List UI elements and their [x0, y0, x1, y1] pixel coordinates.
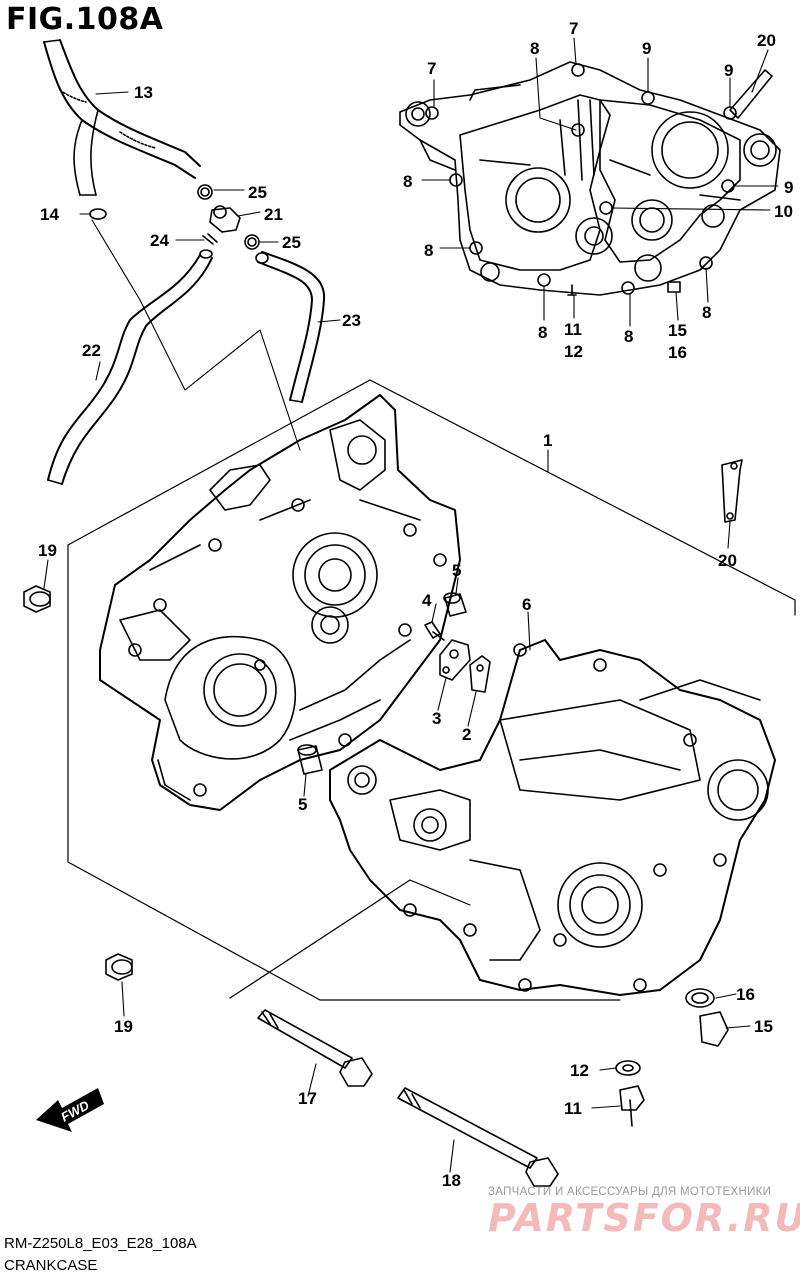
callout-11-inset: 11: [564, 320, 582, 339]
callout-8-bottom-c: 8: [702, 303, 711, 322]
callout-16-inset: 16: [668, 343, 687, 362]
bolt-17: [257, 1009, 373, 1087]
callout-7-left: 7: [427, 59, 436, 78]
nut-19-lower: [105, 953, 133, 981]
strap-20-lower: [721, 459, 743, 523]
callout-12-main: 12: [570, 1061, 589, 1080]
callout-24: 24: [150, 231, 169, 250]
callout-25-upper: 25: [248, 183, 267, 202]
figure-title: FIG.108A: [6, 2, 164, 37]
callout-6: 6: [522, 595, 531, 614]
callout-21: 21: [264, 205, 283, 224]
breather-hose-22: [47, 249, 213, 485]
callout-19-upper: 19: [38, 541, 57, 560]
callout-14: 14: [40, 205, 59, 224]
callout-10: 10: [774, 202, 793, 221]
callout-15-inset: 15: [668, 321, 687, 340]
callout-5-upper: 5: [452, 561, 461, 580]
callout-12-inset: 12: [564, 342, 583, 361]
callout-7-top: 7: [569, 19, 578, 38]
callout-20-upper: 20: [757, 31, 776, 50]
callout-25-lower: 25: [282, 233, 301, 252]
callout-4: 4: [422, 591, 432, 610]
bearing-5-upper: [443, 592, 467, 617]
forward-arrow-icon: FWD: [36, 1088, 104, 1132]
callout-2: 2: [462, 725, 471, 744]
figure-code: RM-Z250L8_E03_E28_108A: [4, 1235, 197, 1252]
crankcase-right-half: [329, 639, 776, 996]
plate-3: [439, 639, 471, 681]
callout-16-main: 16: [736, 985, 755, 1004]
callout-13: 13: [134, 83, 153, 102]
breather-hose-23: [255, 251, 326, 403]
callout-8-top: 8: [530, 39, 539, 58]
bearing-5-lower: [297, 744, 323, 775]
callout-9-side: 9: [784, 178, 793, 197]
clamp-14: [89, 208, 107, 220]
callout-5-lower: 5: [298, 795, 307, 814]
callout-8-bottom-a: 8: [538, 323, 547, 342]
callout-8-left: 8: [403, 172, 412, 191]
clamp-25-lower: [244, 234, 260, 250]
joint-21: [209, 205, 241, 233]
crankcase-inset-view: [399, 61, 781, 296]
gasket-2: [469, 655, 491, 693]
clamp-25-upper: [197, 184, 213, 200]
callout-19-lower: 19: [114, 1017, 133, 1036]
callout-18: 18: [442, 1171, 461, 1190]
crankcase-left-half: [99, 394, 461, 811]
callout-15-main: 15: [754, 1017, 773, 1036]
breather-hose-13: [43, 39, 201, 196]
strap-20-upper: [729, 69, 773, 119]
clamp-24: [202, 233, 218, 245]
gasket-16: [685, 988, 715, 1008]
nut-19-upper: [23, 585, 51, 613]
callout-17: 17: [298, 1089, 317, 1108]
callout-8-lower-left: 8: [424, 241, 433, 260]
plug-15: [699, 1011, 729, 1047]
callout-22: 22: [82, 341, 101, 360]
washer-12: [615, 1060, 641, 1076]
callout-23: 23: [342, 311, 361, 330]
callout-8-bottom-b: 8: [624, 327, 633, 346]
callout-9-top: 9: [642, 39, 651, 58]
figure-caption: CRANKCASE: [4, 1257, 98, 1274]
bolt-11: [619, 1085, 645, 1127]
watermark-brand: PARTSFOR.RU: [488, 1196, 800, 1240]
callout-3: 3: [432, 709, 441, 728]
callout-9-right: 9: [724, 61, 733, 80]
callout-1: 1: [543, 431, 552, 450]
watermark-tagline: ЗАПЧАСТИ И АКСЕССУАРЫ ДЛЯ МОТОТЕХНИКИ: [488, 1186, 772, 1198]
bolt-4: [424, 621, 445, 641]
callout-20-lower: 20: [718, 551, 737, 570]
callout-11-main: 11: [564, 1099, 582, 1118]
bolt-18: [397, 1087, 559, 1187]
